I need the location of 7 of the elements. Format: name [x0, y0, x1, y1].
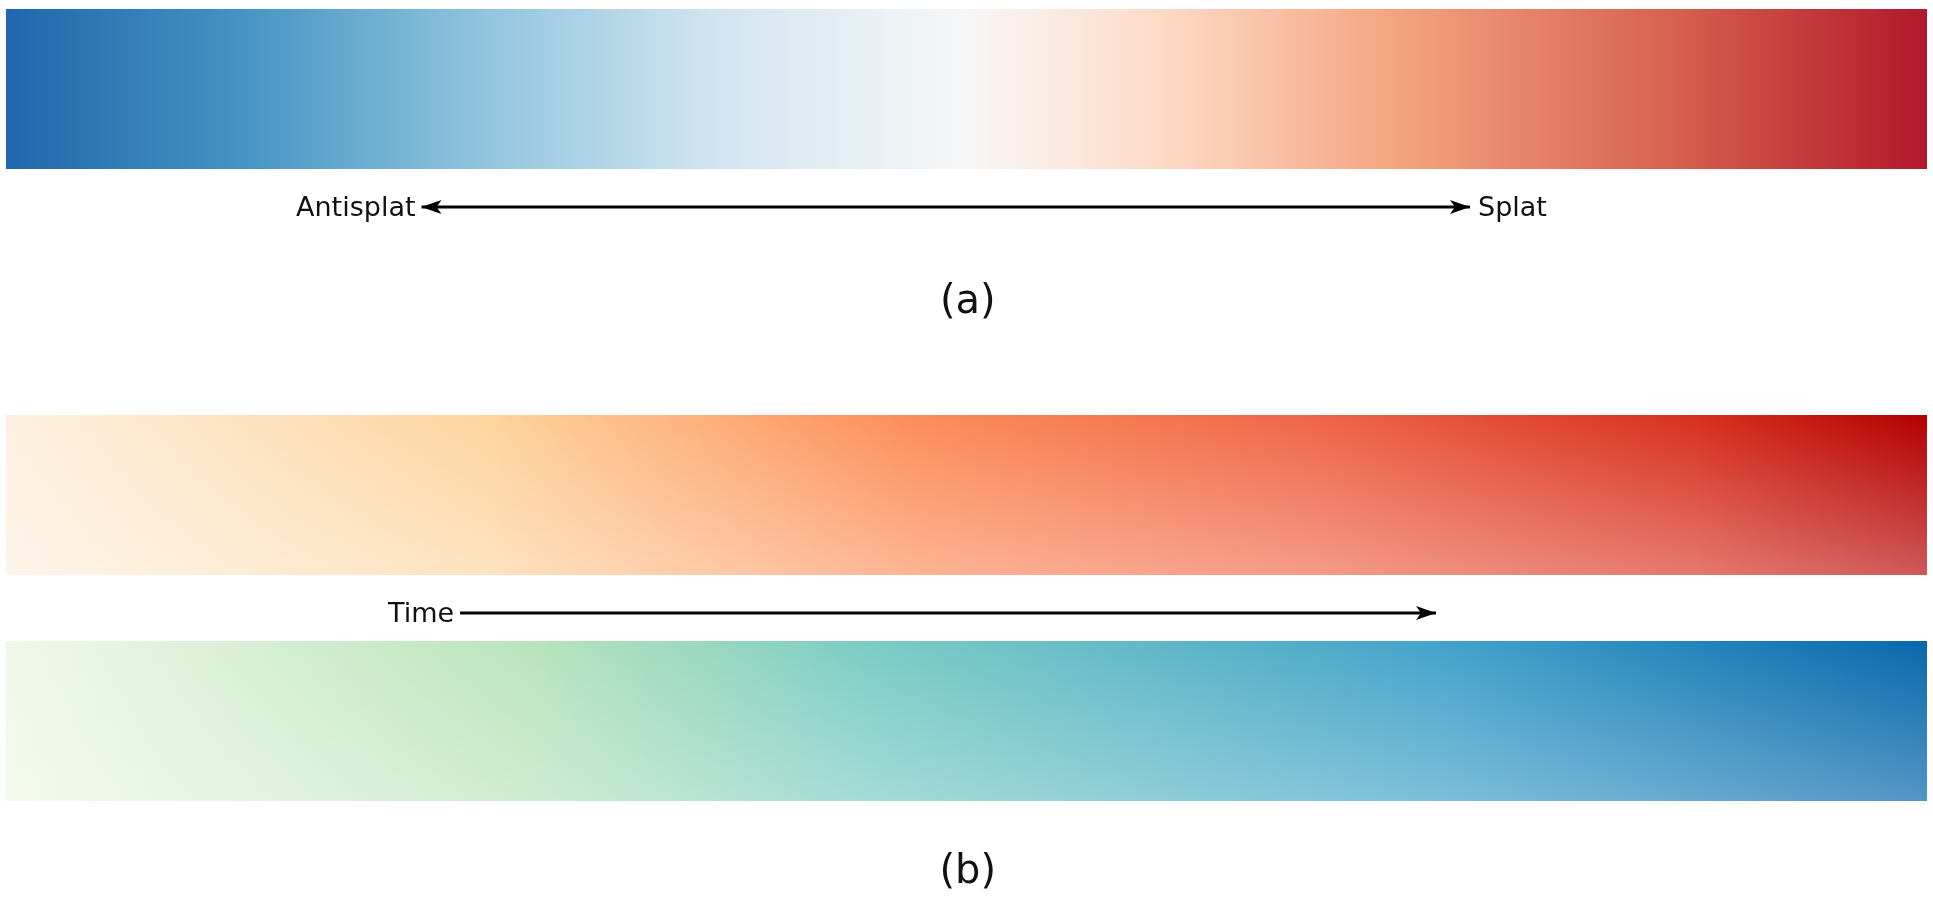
arrow [421, 200, 1470, 214]
axis-label: Antisplat [296, 190, 416, 224]
arrow [460, 606, 1436, 620]
panel-label: (a) [940, 276, 996, 322]
axis-label: Time [388, 596, 455, 630]
panel-label: (b) [939, 846, 997, 892]
axis-label: Splat [1478, 190, 1547, 224]
